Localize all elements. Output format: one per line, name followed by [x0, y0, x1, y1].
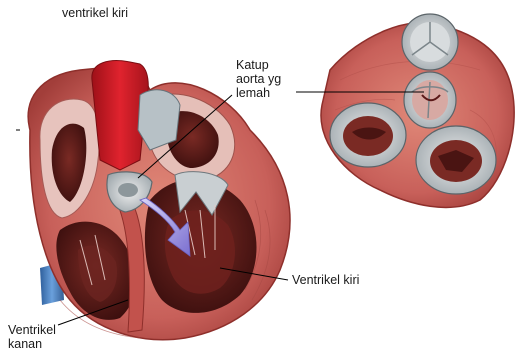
- label-top-fragment: ventrikel kiri: [62, 6, 128, 20]
- valve-plane-view: [321, 14, 514, 207]
- mitral-valve-top: [330, 103, 406, 167]
- heart-cross-section: [28, 61, 290, 340]
- tricuspid-valve-top: [416, 126, 496, 194]
- label-weak-aortic-valve: Katup aorta yg lemah: [236, 58, 281, 100]
- label-right-ventricle: Ventrikel kanan: [8, 323, 56, 351]
- pulmonary-valve: [402, 14, 458, 70]
- aortic-valve-top: [404, 72, 456, 128]
- label-left-ventricle: Ventrikel kiri: [292, 273, 359, 287]
- pulmonary-trunk: [138, 90, 180, 150]
